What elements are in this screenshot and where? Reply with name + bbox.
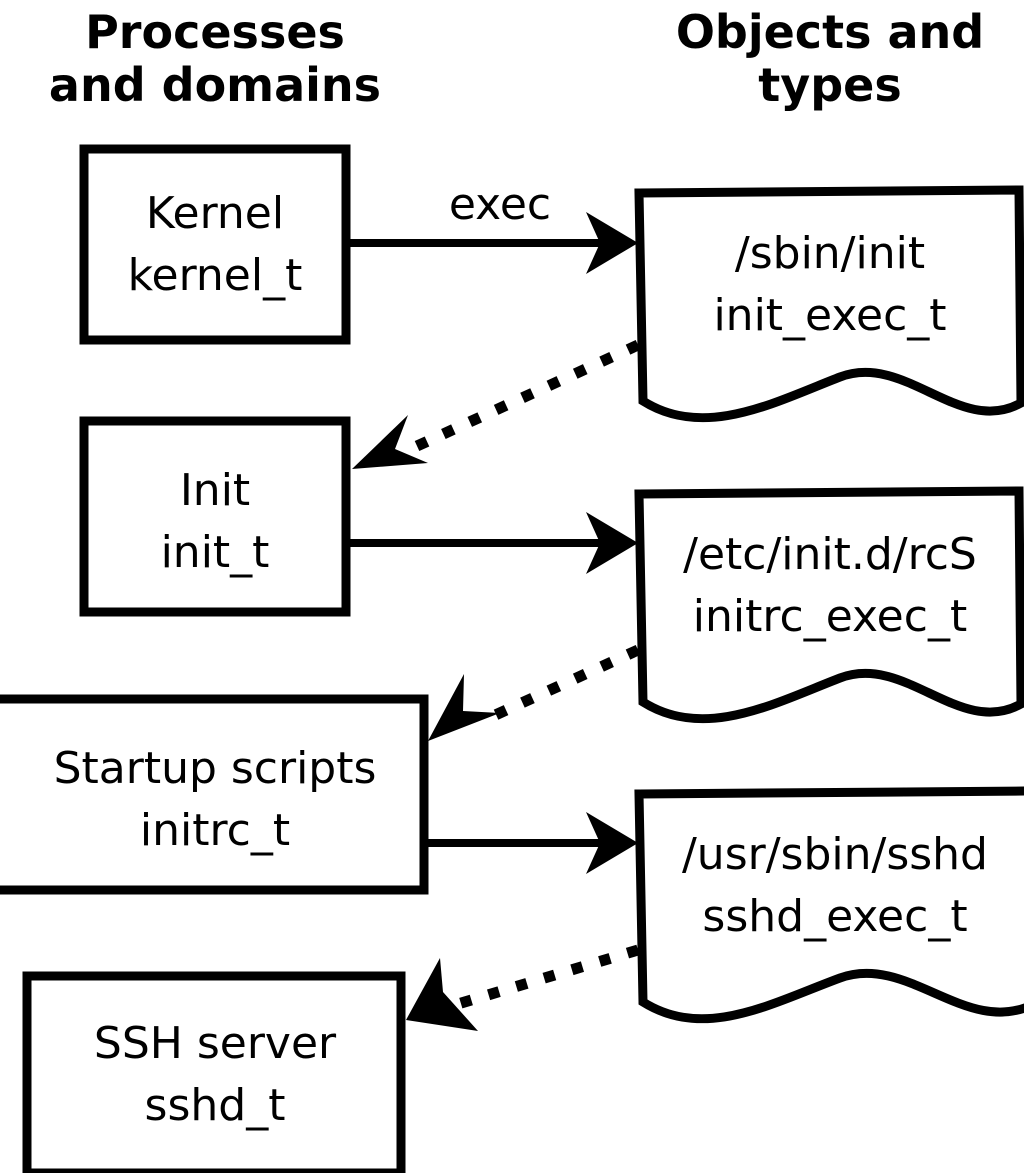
column-heading-processes-line2: and domains [49,58,381,112]
node-ssh-server-line2: sshd_t [145,1080,286,1131]
edge-line-sshd_exec-transition-sshd [456,944,640,1010]
column-heading-processes: Processes and domains [49,5,381,112]
edge-label-exec: exec [449,179,551,230]
edge-line-init_exec-transition-init [401,339,641,458]
node-kernel[interactable]: Kernel kernel_t [79,144,351,345]
edge-line-initrc_exec-transition-initrc [477,644,641,728]
arrowhead-initrc-execs-sshd [586,812,638,874]
node-init-exec-line2: init_exec_t [713,290,946,341]
node-ssh-server-line1: SSH server [94,1018,337,1069]
node-sshd-exec-line2: sshd_exec_t [702,891,967,942]
edge-init_exec-transition-init [352,339,641,469]
arrowhead-initrc_exec-transition-initrc [428,674,500,741]
column-heading-objects-line1: Objects and [676,5,984,59]
arrowhead-init_exec-transition-init [352,415,428,469]
node-initrc-exec[interactable]: /etc/init.d/rcS initrc_exec_t [634,486,1024,724]
node-init-box[interactable] [79,416,351,617]
column-heading-processes-line1: Processes [85,5,345,59]
node-init-line1: Init [180,465,250,516]
node-init-exec-document[interactable] [634,185,1024,423]
arrowhead-kernel-execs-init [586,212,638,274]
edge-sshd_exec-transition-sshd [406,944,640,1031]
node-init-exec-line1: /sbin/init [735,228,925,279]
node-init[interactable]: Init init_t [79,416,351,617]
node-init-line2: init_t [161,527,270,578]
node-sshd-exec-line1: /usr/sbin/sshd [682,829,988,880]
node-startup-scripts-line2: initrc_t [140,805,290,856]
node-initrc-exec-line1: /etc/init.d/rcS [683,529,977,580]
node-kernel-line1: Kernel [146,188,284,239]
edge-init-execs-initrc [350,512,638,574]
node-startup-scripts-line1: Startup scripts [54,743,377,794]
node-initrc-exec-document[interactable] [634,486,1024,724]
node-init-exec[interactable]: /sbin/init init_exec_t [634,185,1024,423]
node-startup-scripts[interactable]: Startup scripts initrc_t [0,694,429,895]
node-startup-scripts-box[interactable] [0,694,429,895]
node-sshd-exec[interactable]: /usr/sbin/sshd sshd_exec_t [634,786,1024,1024]
column-heading-objects: Objects and types [676,5,984,112]
edge-initrc_exec-transition-initrc [428,644,641,741]
node-sshd-exec-document[interactable] [634,786,1024,1024]
column-heading-objects-line2: types [758,58,901,112]
node-kernel-line2: kernel_t [128,250,303,301]
node-kernel-box[interactable] [79,144,351,345]
node-ssh-server-box[interactable] [22,971,406,1173]
edge-kernel-execs-init: exec [350,179,638,274]
edge-initrc-execs-sshd [428,812,638,874]
arrowhead-init-execs-initrc [586,512,638,574]
arrowhead-sshd_exec-transition-sshd [406,958,478,1031]
node-initrc-exec-line2: initrc_exec_t [693,591,967,642]
node-ssh-server[interactable]: SSH server sshd_t [22,971,406,1173]
